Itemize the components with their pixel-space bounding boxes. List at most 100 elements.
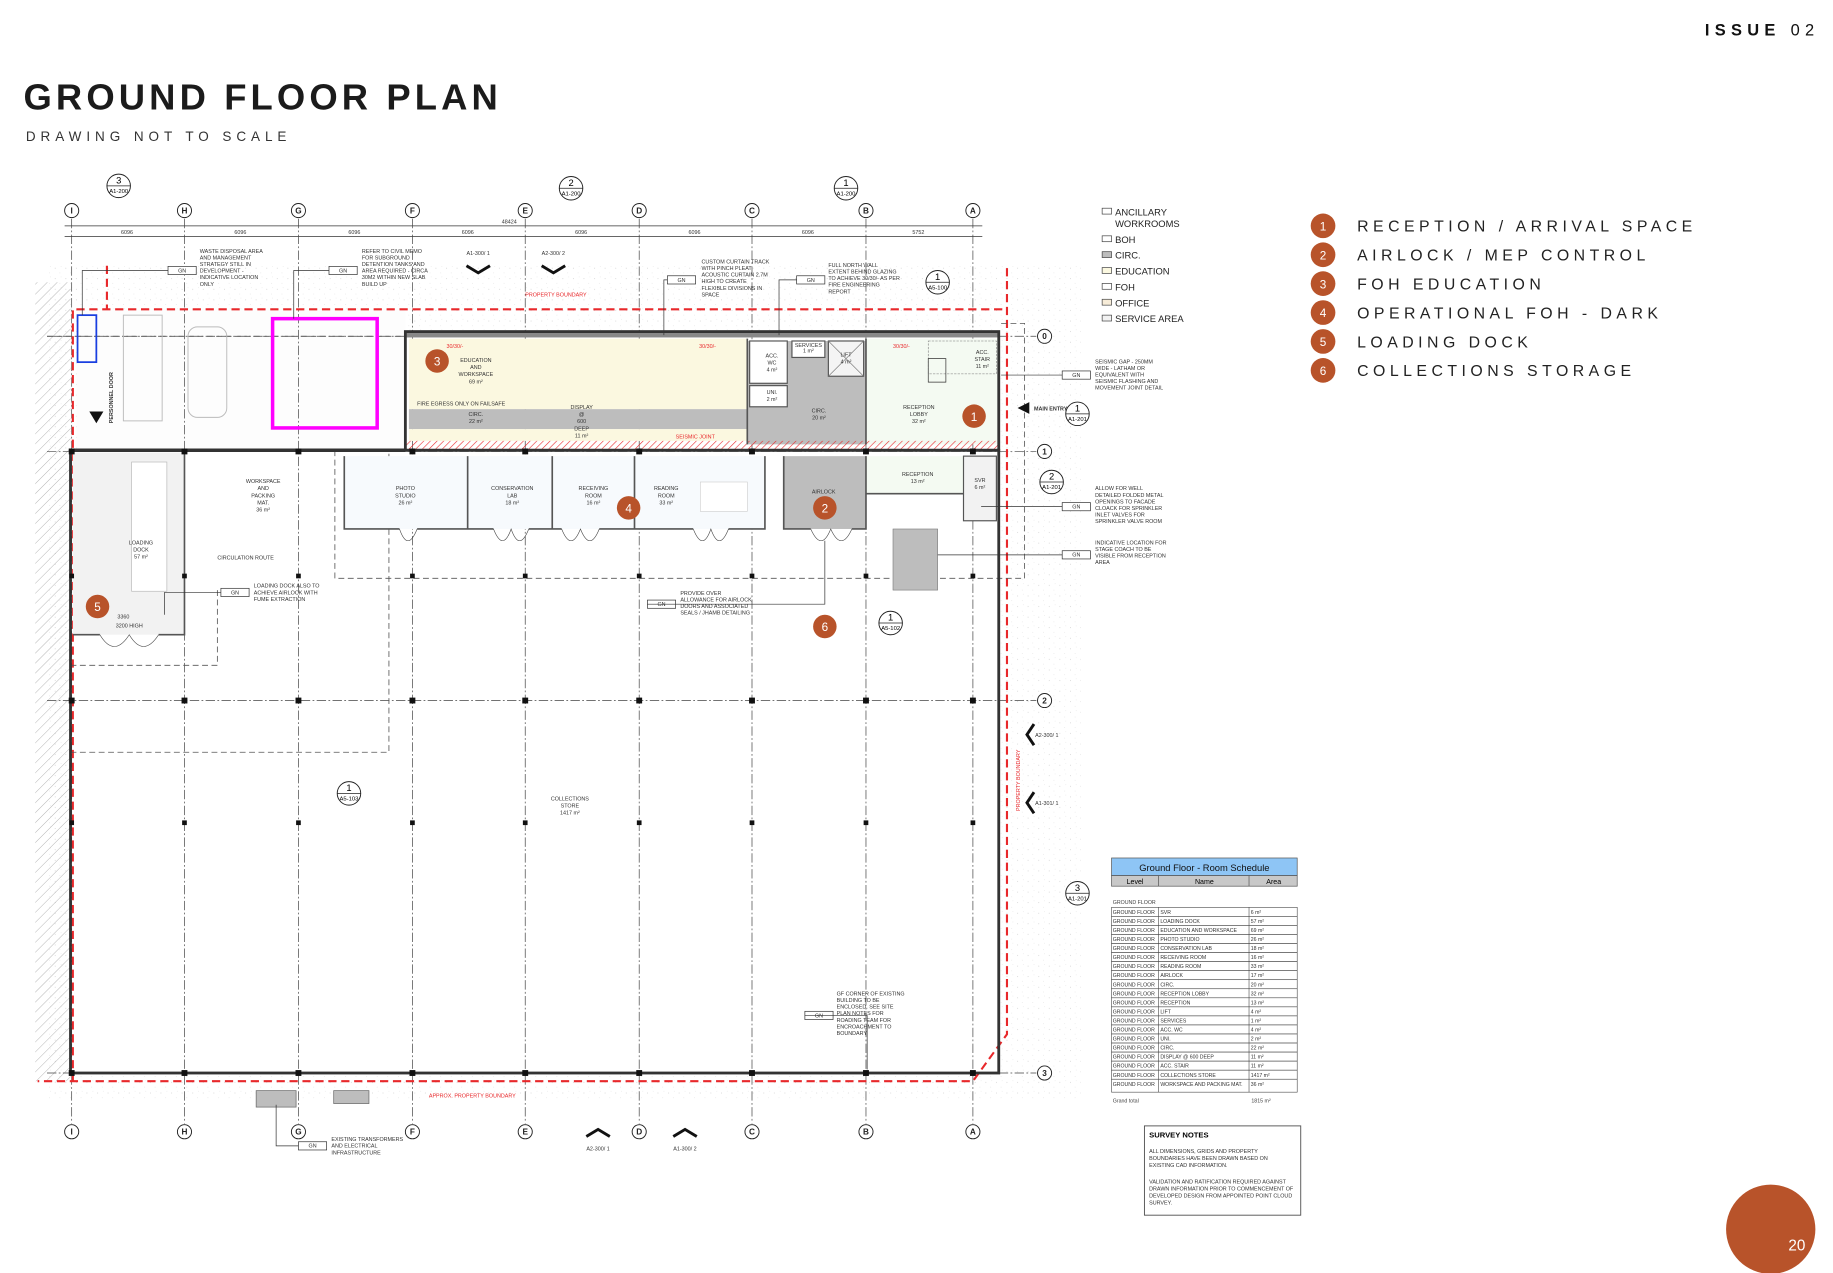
svg-text:CONSERVATION LAB: CONSERVATION LAB [1160,946,1212,952]
svg-text:READING ROOM: READING ROOM [1160,964,1201,970]
grid-bubble-E: E [517,203,533,219]
svg-text:20 m²: 20 m² [1251,982,1264,988]
column [749,573,755,579]
svg-text:2: 2 [1049,471,1054,482]
column [409,1070,416,1076]
column [69,820,75,826]
svg-text:1: 1 [1042,447,1047,456]
schedule-group: GROUND FLOOR [1113,900,1156,906]
svg-text:GN: GN [807,278,815,284]
column [863,573,869,579]
svg-text:G: G [295,207,301,216]
section-marker-s2_a1200[interactable]: 2A1-200 [558,176,584,201]
column [181,1070,188,1076]
svg-text:13 m²: 13 m² [1251,1000,1264,1006]
svg-text:A1-201: A1-201 [1068,896,1087,902]
svg-text:GROUND FLOOR: GROUND FLOOR [1113,955,1155,961]
svg-text:2: 2 [1320,249,1327,262]
section-marker-s3_a1201[interactable]: 3A1-201 [1065,881,1090,906]
svg-text:WORKSPACE AND PACKING MAT.: WORKSPACE AND PACKING MAT. [1160,1082,1242,1088]
svg-text:GROUND FLOOR: GROUND FLOOR [1113,1009,1155,1015]
svg-text:SERVICES: SERVICES [1160,1018,1187,1024]
svg-text:I: I [71,1128,73,1137]
svg-text:C: C [749,207,755,216]
section-marker-s1_a1200[interactable]: 1A1-200 [833,176,859,201]
svg-text:A: A [970,207,976,216]
svg-text:D: D [636,1128,642,1137]
fire-rating-label: 30/30/- [699,344,716,350]
column [68,1070,75,1076]
svg-text:A1-201: A1-201 [1042,485,1061,491]
grid-dimension: 6096 [348,230,360,236]
column [296,820,301,826]
svg-text:GROUND FLOOR: GROUND FLOOR [1113,919,1155,925]
section-marker-s3_a1200[interactable]: 3A1-200 [106,173,131,199]
column [409,448,416,455]
section-marker-s2_a1201[interactable]: 2A1-201 [1039,469,1064,495]
svg-text:FOH EDUCATION: FOH EDUCATION [1357,277,1545,294]
svg-text:F: F [410,1128,415,1137]
svg-text:GROUND FLOOR: GROUND FLOOR [1113,1064,1155,1070]
column [522,1070,529,1076]
svg-text:BOH: BOH [1115,234,1135,245]
grid-bubble-G: G [290,1124,306,1140]
svg-text:C: C [749,1128,755,1137]
section-marker-s1_a5100[interactable]: 1A5-100 [925,270,950,295]
grid-bubble-B: B [858,1124,874,1140]
svg-text:GN: GN [677,278,685,284]
svg-text:26 m²: 26 m² [1251,937,1264,943]
legend-item: EDUCATION [1101,266,1170,277]
svg-text:A1-200: A1-200 [837,191,857,197]
svg-text:5: 5 [1320,336,1327,349]
svg-text:4 m²: 4 m² [1251,1028,1262,1034]
svg-text:11 m²: 11 m² [1251,1055,1264,1061]
marker-2: 2 [813,496,837,520]
grid-bubble-B: B [858,203,874,219]
svg-text:1: 1 [346,782,351,793]
chevron-label: A2-300/ 1 [586,1147,609,1153]
approx-boundary-label: APPROX. PROPERTY BOUNDARY [429,1094,516,1100]
svg-text:DISPLAY @ 600 DEEP: DISPLAY @ 600 DEEP [1160,1055,1214,1061]
svg-text:SVR: SVR [1160,910,1171,916]
svg-text:2: 2 [1042,696,1047,705]
grid-bubble-F: F [404,203,420,219]
svg-text:6 m²: 6 m² [1251,910,1262,916]
svg-text:4: 4 [625,503,632,516]
schedule-header-name: Name [1195,879,1214,886]
section-marker-s1_a1201[interactable]: 1A1-201 [1065,401,1090,427]
column [749,448,755,455]
svg-text:1: 1 [1320,221,1327,234]
grid-bubble-I: I [64,203,80,219]
column [522,573,528,579]
svg-text:ACC. STAIR: ACC. STAIR [1160,1064,1189,1070]
svg-text:G: G [295,1128,301,1137]
section-marker-s1_a5102[interactable]: 1A5-102 [878,610,903,636]
survey-notes: SURVEY NOTES ALL DIMENSIONS, GRIDS AND P… [1143,1125,1302,1216]
door-width-label: 3360 [117,614,129,620]
svg-text:A1-200: A1-200 [109,189,129,195]
column [969,448,976,455]
section-marker-s1_a5103[interactable]: 1A5-103 [336,781,362,806]
svg-text:ACC. WC: ACC. WC [1160,1028,1183,1034]
waste-area-highlight [270,316,379,430]
svg-text:1: 1 [935,271,940,282]
svg-text:B: B [863,1128,869,1137]
svg-text:VALIDATION AND RATIFICATION RE: VALIDATION AND RATIFICATION REQUIRED AGA… [1149,1179,1294,1206]
svg-text:GROUND FLOOR: GROUND FLOOR [1113,946,1155,952]
